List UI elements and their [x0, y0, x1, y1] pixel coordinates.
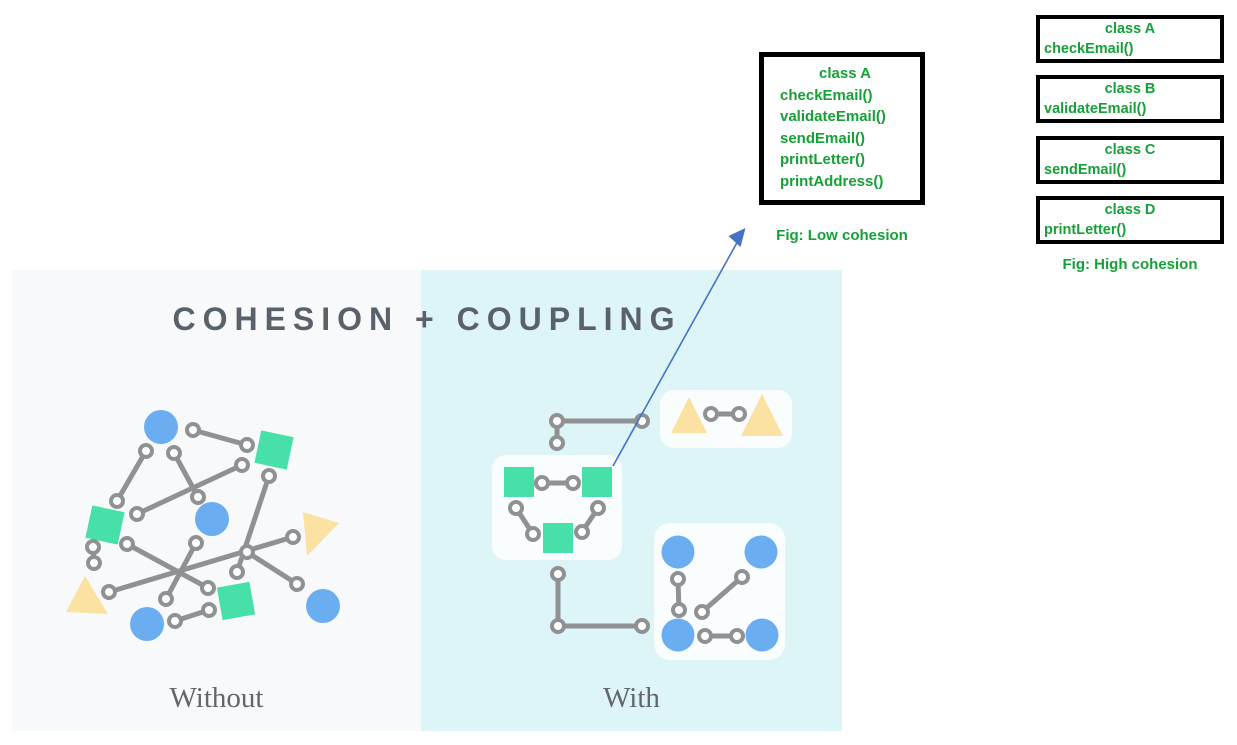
method-label: checkEmail(): [1044, 41, 1134, 57]
method-label: printAddress(): [780, 172, 884, 190]
class-name: class A: [819, 65, 871, 82]
class-name: class C: [1104, 142, 1156, 158]
module-connector-top: [549, 413, 650, 451]
with-modules: [492, 390, 792, 660]
network-edges: [90, 427, 300, 624]
connector-node-icon: [85, 422, 305, 629]
method-label: sendEmail(): [780, 129, 866, 147]
high-cohesion-class-box: class A checkEmail(): [1036, 15, 1224, 63]
module-connector-bottom: [550, 566, 650, 634]
panel-without: [12, 270, 421, 731]
entity-triangle-icon: [671, 394, 783, 436]
high-cohesion-class-box: class B validateEmail(): [1036, 75, 1224, 123]
method-label: printLetter(): [1044, 222, 1127, 238]
high-cohesion-class-box: class C sendEmail(): [1036, 136, 1224, 184]
entity-circle-icon: [130, 410, 340, 641]
high-cohesion-class-box: class D printLetter(): [1036, 196, 1224, 244]
pointer-arrow-icon: [612, 228, 746, 467]
high-cohesion-caption: Fig: High cohesion: [1062, 256, 1198, 273]
label-with: With: [603, 682, 660, 714]
circle-module-group: [654, 523, 785, 660]
method-label: sendEmail(): [1044, 162, 1127, 178]
method-label: checkEmail(): [780, 86, 873, 104]
class-name: class B: [1104, 81, 1156, 97]
method-label: validateEmail(): [780, 108, 886, 125]
label-without: Without: [169, 682, 264, 714]
without-network: [66, 410, 340, 641]
class-name: class A: [1104, 21, 1156, 37]
triangle-module-group: [660, 390, 792, 448]
class-name: class D: [1104, 202, 1156, 218]
low-cohesion-class-box: class A checkEmail() validateEmail() sen…: [759, 52, 925, 205]
method-label: validateEmail(): [1044, 101, 1147, 117]
method-label: printLetter(): [780, 151, 865, 168]
entity-circle-icon: [661, 535, 779, 652]
entity-square-icon: [504, 467, 612, 553]
entity-square-icon: [85, 430, 294, 621]
poster-title: COHESION + COUPLING: [172, 301, 682, 337]
square-module-group: [492, 455, 622, 560]
entity-triangle-icon: [66, 512, 339, 614]
low-cohesion-caption: Fig: Low cohesion: [776, 227, 908, 244]
